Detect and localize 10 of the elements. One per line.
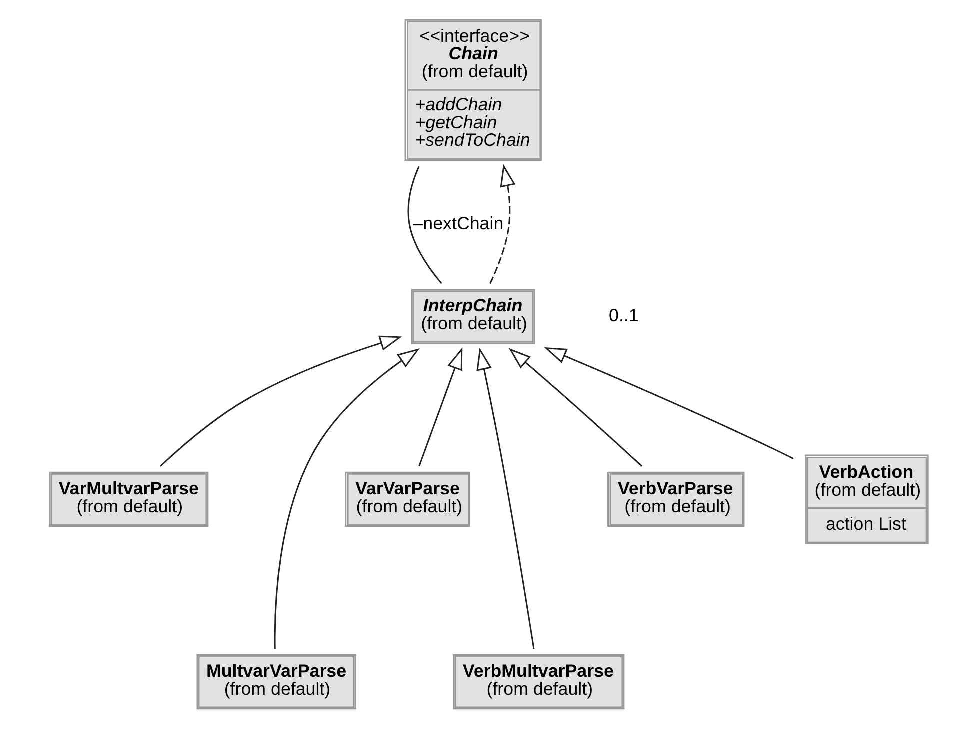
arrow [274,348,420,650]
arrow [490,164,516,284]
edge-label: –nextChain [413,214,504,234]
arrow [508,348,643,467]
arrow [476,348,535,650]
arrow [160,336,402,467]
label: 0..1 [609,305,639,326]
connector [408,166,442,284]
arrow [418,348,463,466]
arrow [544,348,794,460]
